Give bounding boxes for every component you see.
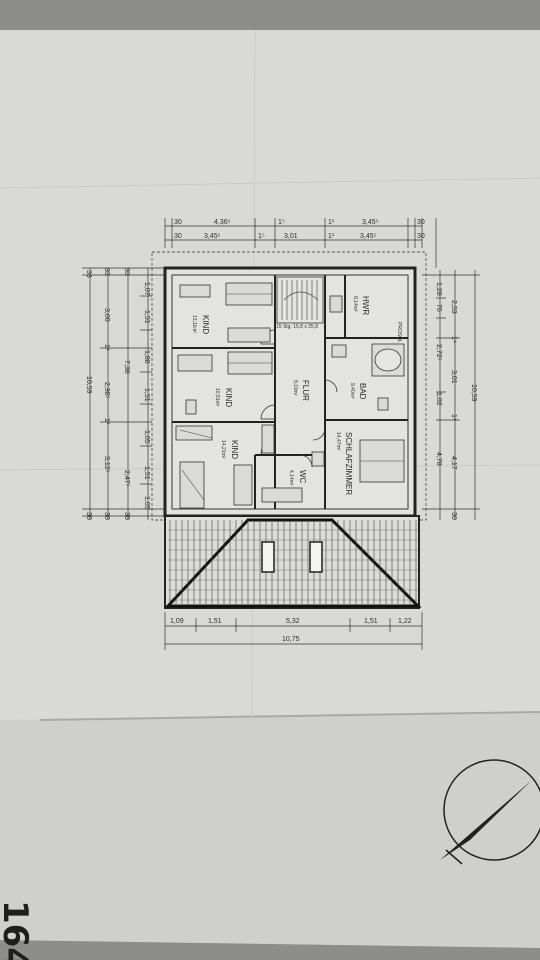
svg-text:3,12⁵: 3,12⁵ bbox=[103, 456, 110, 473]
handwritten-number: 164 bbox=[0, 900, 35, 960]
svg-text:33: 33 bbox=[85, 270, 92, 278]
room-kind-1: KIND 13,11m² bbox=[191, 315, 210, 334]
svg-text:1,51: 1,51 bbox=[208, 618, 222, 625]
room-hwr: HWR 8,14m² bbox=[352, 296, 370, 315]
svg-text:1,02: 1,02 bbox=[435, 392, 442, 406]
paper-sheet-lower bbox=[0, 712, 540, 948]
bottom-dimension-chains bbox=[164, 612, 423, 650]
svg-text:WC: WC bbox=[298, 470, 307, 484]
svg-text:8,19m²: 8,19m² bbox=[292, 380, 298, 396]
roof-window-right bbox=[309, 541, 323, 573]
svg-text:30: 30 bbox=[85, 512, 92, 520]
room-kind-2: KIND 10,51m² bbox=[214, 388, 233, 407]
svg-text:76: 76 bbox=[435, 304, 442, 312]
svg-text:4,14m²: 4,14m² bbox=[288, 470, 294, 486]
svg-text:1⁵: 1⁵ bbox=[258, 233, 265, 240]
svg-text:1¹: 1¹ bbox=[103, 418, 110, 425]
svg-text:4,36⁵: 4,36⁵ bbox=[214, 219, 231, 226]
svg-text:1,22: 1,22 bbox=[398, 618, 412, 625]
svg-text:9,40m²: 9,40m² bbox=[349, 383, 355, 399]
svg-text:2,53: 2,53 bbox=[450, 300, 457, 314]
room-wc: WC 4,14m² bbox=[288, 470, 307, 486]
svg-text:3,45⁵: 3,45⁵ bbox=[360, 233, 377, 240]
svg-text:14,47m²: 14,47m² bbox=[335, 432, 341, 451]
svg-text:30: 30 bbox=[417, 233, 425, 240]
staircase bbox=[276, 276, 324, 324]
svg-text:2,72⁵: 2,72⁵ bbox=[435, 344, 442, 361]
svg-text:3,01: 3,01 bbox=[450, 370, 457, 384]
svg-text:13,11m²: 13,11m² bbox=[191, 315, 197, 333]
svg-text:KIND: KIND bbox=[201, 315, 210, 334]
svg-text:4,78: 4,78 bbox=[435, 452, 442, 466]
svg-text:1,51: 1,51 bbox=[143, 310, 150, 324]
svg-text:1⁴: 1⁴ bbox=[103, 344, 110, 351]
brand-label: PROSOL bbox=[396, 322, 402, 343]
room-bad: BAD 9,40m² bbox=[349, 383, 367, 400]
right-total-dimension: 10,59 bbox=[470, 384, 477, 402]
north-arrow-icon bbox=[440, 759, 540, 865]
svg-text:30: 30 bbox=[123, 512, 130, 520]
svg-text:1¹: 1¹ bbox=[328, 219, 335, 226]
svg-text:1,51: 1,51 bbox=[364, 618, 378, 625]
svg-text:BAD: BAD bbox=[358, 383, 367, 400]
svg-text:30: 30 bbox=[450, 512, 457, 520]
roof-window-left bbox=[261, 541, 275, 573]
room-schlafzimmer: SCHLAFZIMMER 14,47m² bbox=[335, 432, 353, 495]
svg-text:4,17: 4,17 bbox=[450, 456, 457, 470]
svg-text:3,01: 3,01 bbox=[284, 233, 298, 240]
svg-text:KIND: KIND bbox=[224, 388, 233, 407]
svg-text:7,38: 7,38 bbox=[123, 360, 130, 374]
svg-text:HWR: HWR bbox=[361, 296, 370, 315]
svg-text:1¹: 1¹ bbox=[328, 233, 335, 240]
svg-text:3,45⁵: 3,45⁵ bbox=[204, 233, 221, 240]
svg-text:3,00: 3,00 bbox=[103, 308, 110, 322]
svg-text:1,09: 1,09 bbox=[170, 618, 184, 625]
svg-text:1,51: 1,51 bbox=[143, 466, 150, 480]
svg-text:FLUR: FLUR bbox=[301, 380, 310, 401]
room-kind-3: KIND 14,21m² bbox=[220, 440, 239, 459]
svg-text:1⁴: 1⁴ bbox=[450, 336, 457, 343]
svg-text:8,14m²: 8,14m² bbox=[352, 296, 358, 312]
svg-text:1⁵: 1⁵ bbox=[278, 219, 285, 226]
bottom-total-dimension: 10,75 bbox=[282, 636, 300, 643]
svg-text:1,05: 1,05 bbox=[143, 496, 150, 510]
svg-text:14,21m²: 14,21m² bbox=[220, 440, 226, 459]
svg-text:KIND: KIND bbox=[230, 440, 239, 459]
svg-text:1,88: 1,88 bbox=[143, 350, 150, 364]
room-flur: FLUR 8,19m² bbox=[292, 380, 310, 401]
svg-text:1,07: 1,07 bbox=[143, 282, 150, 296]
svg-text:SCHLAFZIMMER: SCHLAFZIMMER bbox=[344, 432, 353, 495]
svg-text:1,28: 1,28 bbox=[435, 282, 442, 296]
right-dimension-chains bbox=[422, 270, 480, 520]
svg-text:30: 30 bbox=[417, 219, 425, 226]
svg-text:30: 30 bbox=[174, 219, 182, 226]
svg-text:33: 33 bbox=[103, 268, 110, 276]
svg-text:1,51: 1,51 bbox=[143, 388, 150, 402]
svg-text:1,05: 1,05 bbox=[143, 430, 150, 444]
svg-text:33: 33 bbox=[123, 268, 130, 276]
svg-text:10,59: 10,59 bbox=[85, 376, 92, 394]
svg-text:1⁴: 1⁴ bbox=[450, 414, 457, 421]
roof-section bbox=[164, 515, 422, 609]
eave-outline bbox=[151, 251, 427, 521]
svg-text:30: 30 bbox=[103, 512, 110, 520]
svg-text:3,45⁵: 3,45⁵ bbox=[362, 219, 379, 226]
stair-note: 15 Stg. 15,8 x 25,8 bbox=[276, 324, 318, 330]
svg-text:5,32: 5,32 bbox=[286, 618, 300, 625]
svg-text:2,98⁵: 2,98⁵ bbox=[103, 382, 110, 399]
left-dimension-chains bbox=[82, 267, 165, 520]
svg-text:2,47⁵: 2,47⁵ bbox=[123, 470, 130, 487]
svg-text:30: 30 bbox=[174, 233, 182, 240]
top-dimension-chains bbox=[164, 218, 437, 268]
svg-text:10,51m²: 10,51m² bbox=[214, 388, 220, 407]
